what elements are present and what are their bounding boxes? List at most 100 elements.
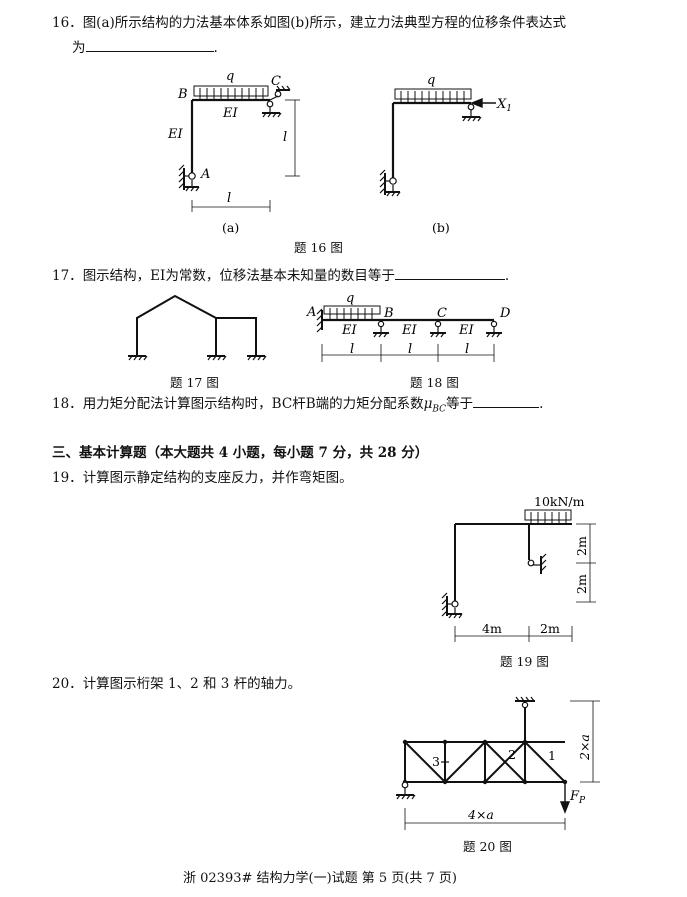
q20-question: 20．计算图示桁架 1、2 和 3 杆的轴力。	[52, 675, 301, 693]
q18-distributed-load	[323, 305, 381, 320]
q16-text: 图(a)所示结构的力法基本体系如图(b)所示，建立力法典型方程的位移条件表达式	[82, 15, 566, 31]
q16a-distributed-load	[193, 85, 269, 100]
q18-label-l-ab: l	[350, 342, 354, 357]
section-3-heading: 三、基本计算题（本大题共 4 小题，每小题 7 分，共 28 分）	[52, 444, 428, 462]
q16a-label-q: q	[226, 69, 234, 84]
q19-dim-w-left: 4m	[482, 621, 502, 636]
q20-force-label: FP	[569, 789, 586, 806]
q19-frame	[454, 523, 572, 602]
q16a-support-c	[262, 85, 291, 118]
q17-supports	[128, 355, 267, 361]
q18-label-l-bc: l	[408, 342, 412, 357]
q19-dim-w-right: 2m	[540, 621, 560, 636]
q20-bottom-support	[396, 781, 416, 800]
q20-height-label: 2×a	[577, 734, 592, 761]
q16a-dimensions	[191, 99, 300, 212]
q19-text: 计算图示静定结构的支座反力，并作弯矩图。	[82, 470, 353, 486]
q20-member-1-label: 1	[548, 748, 556, 763]
q18-question: 18．用力矩分配法计算图示结构时，BC杆B端的力矩分配系数μBC等于.	[52, 394, 543, 419]
q18-text-2: 等于	[446, 396, 474, 412]
page-footer: 浙 02393# 结构力学(一)试题 第 5 页(共 7 页)	[183, 871, 458, 886]
q17-answer-blank	[394, 266, 505, 280]
q16b-label-q: q	[427, 73, 435, 88]
q16a-label-ei-column: EI	[167, 127, 183, 142]
q20-force-arrow	[559, 782, 571, 814]
q19-hinged-support	[527, 553, 547, 574]
q19-question: 19．计算图示静定结构的支座反力，并作弯矩图。	[52, 469, 353, 487]
q20-caption: 题 20 图	[463, 839, 512, 854]
q18-dimensions	[321, 344, 495, 362]
q19-dim-h-upper: 2m	[574, 536, 589, 556]
q18-label-c: C	[437, 306, 447, 321]
q18-caption: 题 18 图	[410, 375, 459, 390]
q18-label-l-cd: l	[465, 342, 469, 357]
q16b-roller-support	[462, 103, 482, 122]
q16b-label-x: X1	[496, 97, 512, 114]
q16a-support-a	[178, 164, 200, 192]
q16-end: .	[213, 40, 218, 56]
q16-caption-a: (a)	[222, 220, 239, 235]
q20-width-label: 4×a	[467, 807, 494, 822]
q18-fixed-support-a	[316, 308, 323, 333]
q16a-frame	[190, 98, 270, 175]
q16b-distributed-load	[394, 88, 472, 103]
q18-supports-bcd	[373, 320, 502, 338]
q17-text: 图示结构，EI为常数，位移法基本未知量的数目等于	[82, 268, 395, 284]
q18-label-ei-ab: EI	[341, 323, 357, 338]
section-3-title: 三、基本计算题	[52, 445, 147, 461]
q18-label-ei-cd: EI	[458, 323, 474, 338]
q18-number: 18．	[52, 396, 83, 412]
q19-dim-h-lower: 2m	[574, 574, 589, 594]
q16a-label-a: A	[200, 167, 210, 182]
q18-answer-blank	[473, 394, 540, 408]
q18-label-a: A	[306, 305, 316, 320]
q16b-force-x1-arrow	[470, 97, 496, 109]
section-3-note: （本大题共 4 小题，每小题 7 分，共 28 分）	[146, 445, 429, 461]
q19-pin-support	[441, 592, 463, 619]
q16a-label-ei-beam: EI	[222, 106, 238, 121]
q18-label-d: D	[499, 306, 511, 321]
q18-label-b: B	[383, 306, 394, 321]
q16-line2-text: 为	[72, 40, 86, 56]
q19-caption: 题 19 图	[500, 654, 549, 669]
q16a-label-l-horizontal: l	[227, 191, 231, 206]
q19-number: 19．	[52, 470, 83, 486]
q18-mu-symbol: μ	[423, 396, 433, 412]
q18-mu-subscript: BC	[432, 404, 447, 415]
q16-number: 16．	[52, 15, 83, 31]
q17-caption: 题 17 图	[170, 375, 219, 390]
q19-load-label: 10kN/m	[534, 494, 585, 509]
q20-dimensions	[404, 700, 600, 830]
q17-question: 17．图示结构，EI为常数，位移法基本未知量的数目等于.	[52, 266, 509, 285]
q20-member-2-label: 2	[508, 747, 516, 762]
q17-frame	[136, 294, 257, 356]
q19-dimensions	[454, 523, 596, 642]
q16-caption-b: (b)	[432, 220, 450, 235]
q20-number: 20．	[52, 676, 83, 692]
q16-question: 16．图(a)所示结构的力法基本体系如图(b)所示，建立力法典型方程的位移条件表…	[52, 14, 566, 32]
q16a-label-c: C	[271, 74, 281, 89]
q18-label-q: q	[346, 291, 354, 306]
q16b-support-a	[379, 169, 401, 197]
q18-end: .	[539, 396, 544, 412]
q17-number: 17．	[52, 268, 83, 284]
q20-text: 计算图示桁架 1、2 和 3 杆的轴力。	[82, 676, 302, 692]
q20-top-support	[515, 696, 535, 709]
q17-end: .	[504, 268, 510, 284]
q20-member-3-label: 3	[432, 754, 440, 769]
q16a-label-l-vertical: l	[283, 130, 287, 145]
q16-caption: 题 16 图	[294, 240, 343, 255]
q16-answer-blank	[85, 38, 214, 52]
q18-text: 用力矩分配法计算图示结构时，BC杆B端的力矩分配系数	[82, 396, 424, 412]
q16-line2: 为.	[72, 38, 218, 57]
q16b-frame	[391, 101, 471, 180]
q19-distributed-load	[524, 509, 572, 524]
q18-label-ei-bc: EI	[401, 323, 417, 338]
q16a-label-b: B	[177, 87, 188, 102]
